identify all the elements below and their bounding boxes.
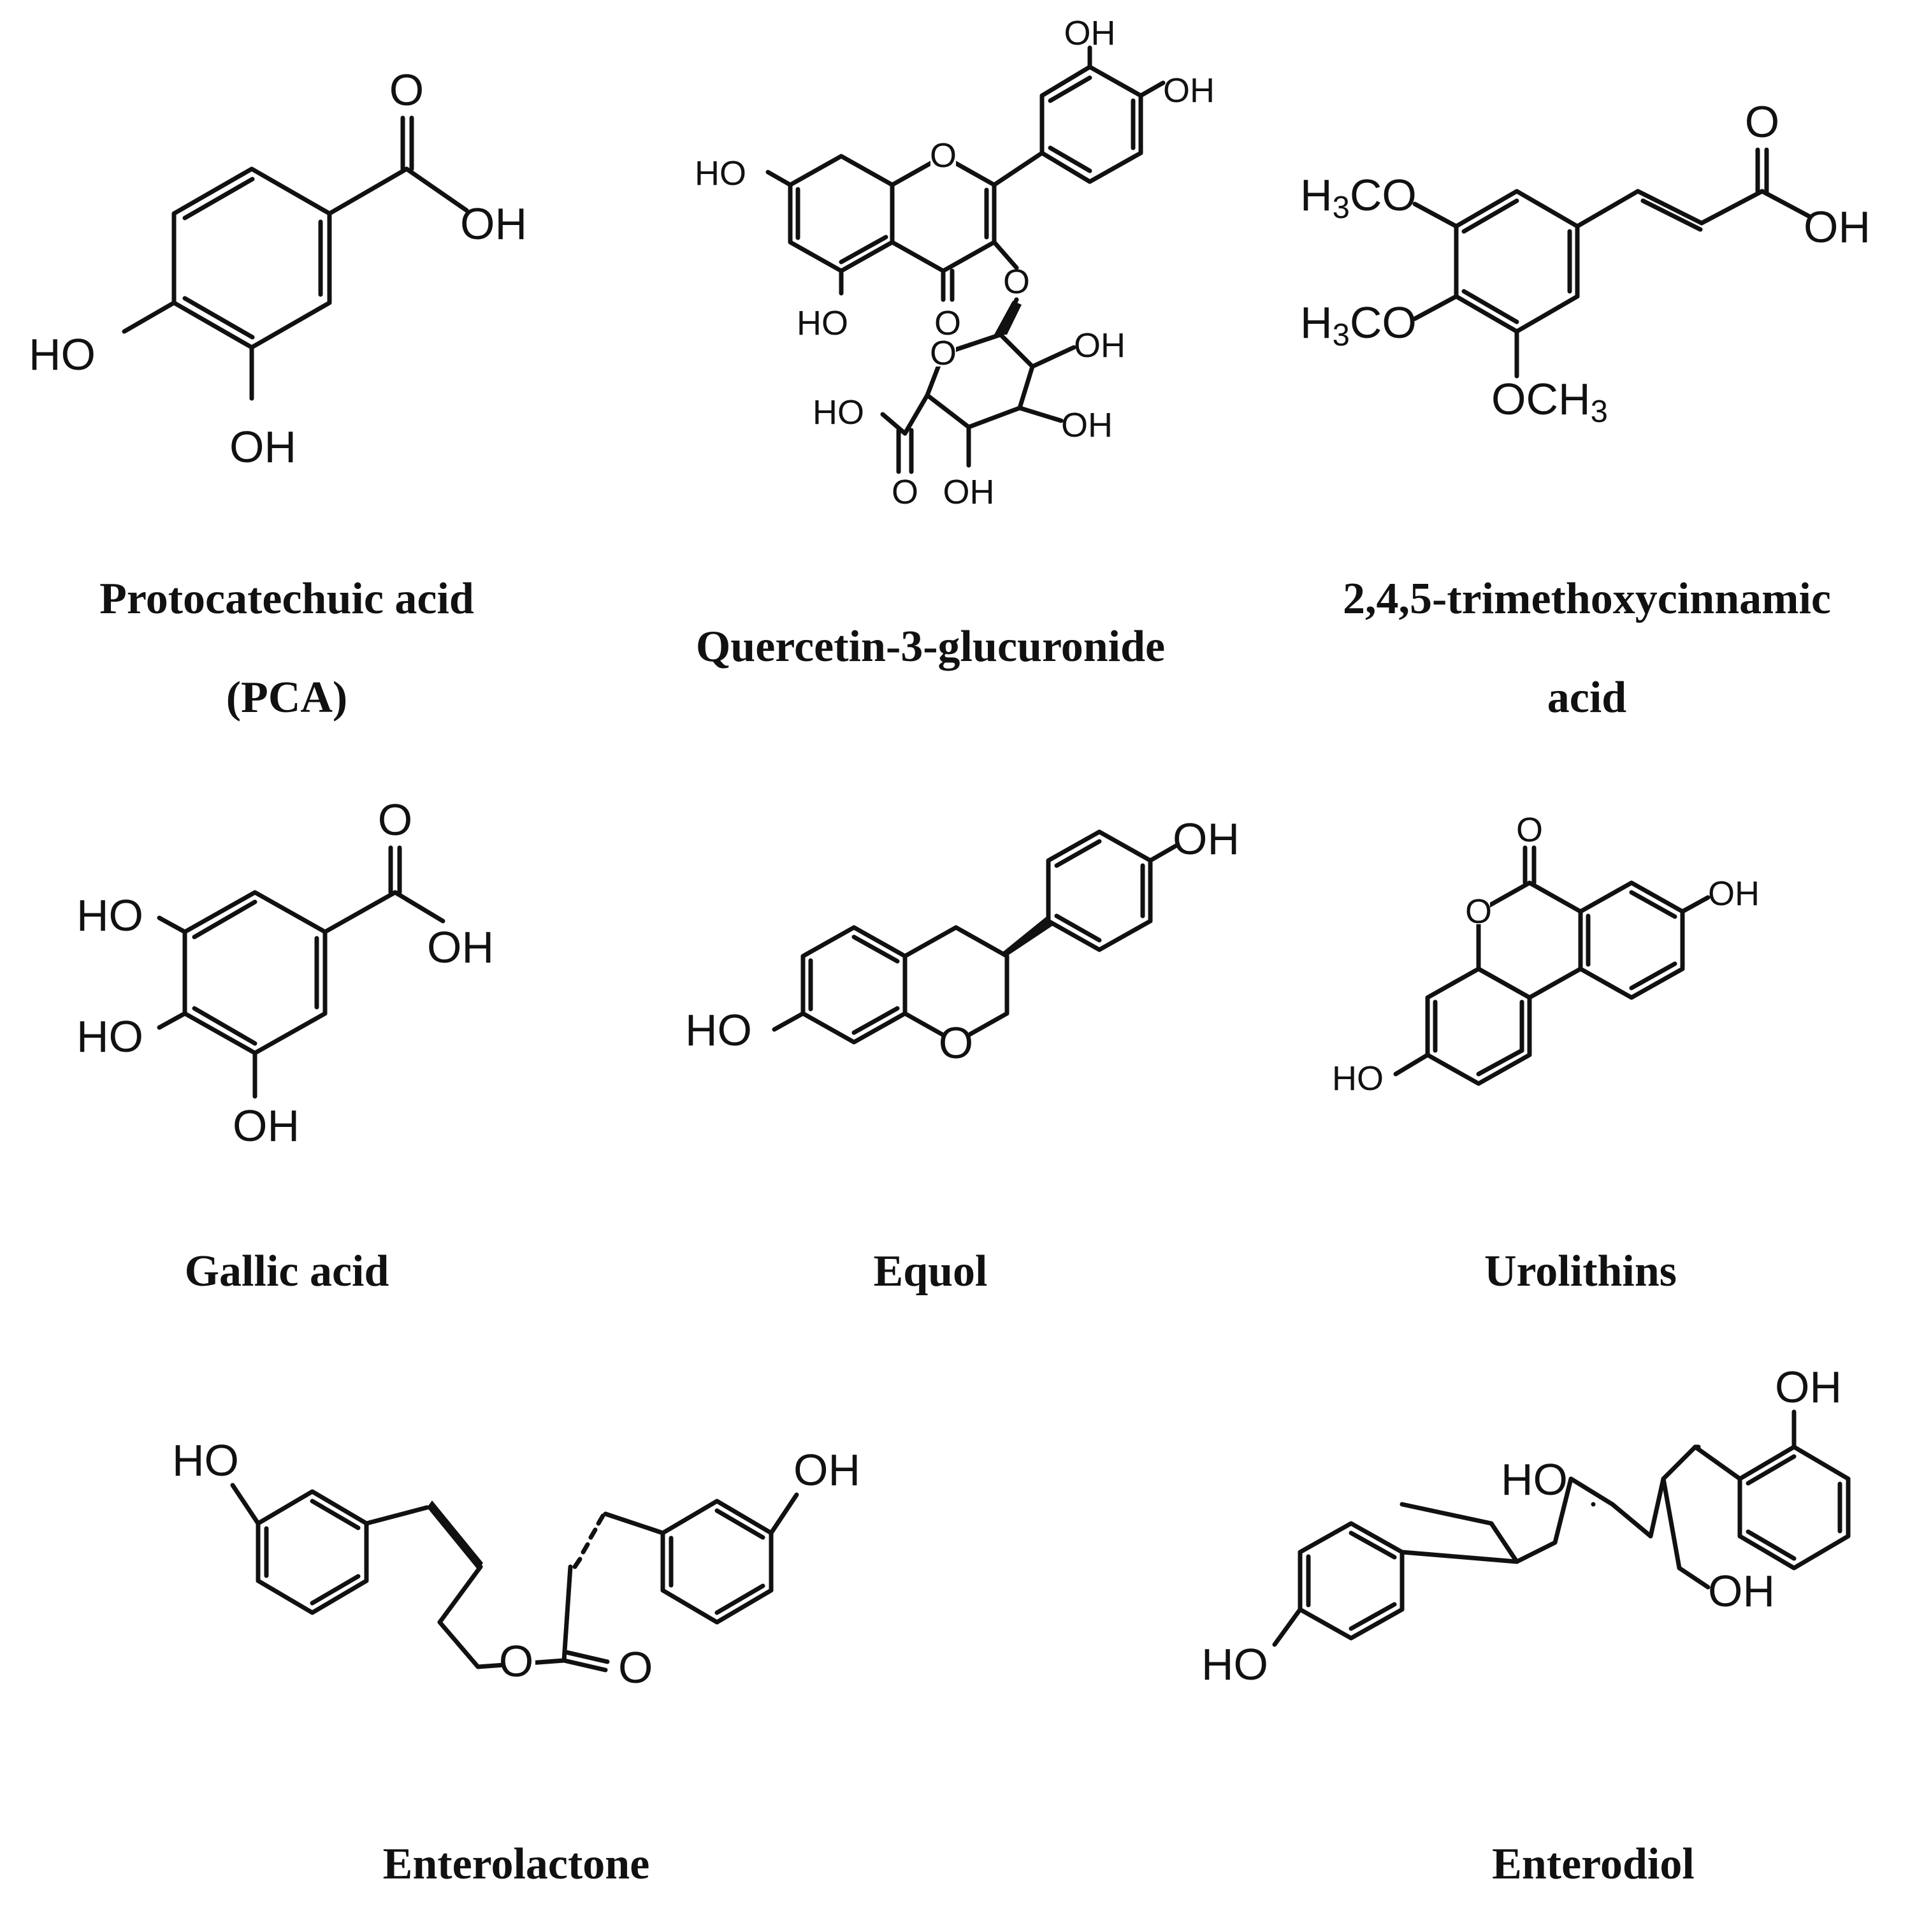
atom-label: H3CO <box>1300 170 1417 225</box>
atom-label: HO <box>685 1005 752 1055</box>
atom-label: HO <box>1501 1455 1568 1504</box>
atom-label: O <box>1465 892 1492 931</box>
atom-label: HO <box>76 890 143 940</box>
atom-label: O <box>618 1643 653 1692</box>
atom-label: O <box>939 1018 973 1068</box>
atom-label: O <box>1745 97 1779 147</box>
atom-label: OH <box>460 199 527 249</box>
structure-equol: OH HO O <box>685 814 1240 1068</box>
atom-label: OH <box>1804 202 1870 252</box>
atom-label: HO <box>1201 1639 1268 1689</box>
atom-label: HO <box>695 154 746 192</box>
compound-name: Enterolactone <box>382 1840 650 1889</box>
compound-name-line2: acid <box>1547 673 1627 722</box>
compound-name: Gallic acid <box>184 1247 389 1296</box>
atom-label: HO <box>813 393 864 432</box>
atom-label: O <box>892 473 918 511</box>
atom-label: HO <box>76 1012 143 1061</box>
atom-label: HO <box>1332 1059 1384 1098</box>
atom-label: OH <box>229 422 296 472</box>
atom-label: OH <box>1061 406 1113 444</box>
atom-label: OH <box>1708 1566 1775 1616</box>
atom-label: OH <box>1074 326 1125 365</box>
atom-label: OH <box>233 1101 300 1151</box>
compound-name: Urolithins <box>1484 1247 1677 1296</box>
compound-name: 2,4,5-trimethoxycinnamic <box>1343 574 1831 623</box>
atom-label: O <box>389 65 424 115</box>
atom-label: OH <box>1163 71 1215 110</box>
compound-name: Protocatechuic acid <box>99 574 474 623</box>
compound-name: Quercetin-3-glucuronide <box>695 622 1166 671</box>
atom-label: OH <box>1775 1362 1842 1412</box>
atom-label: O <box>930 334 957 372</box>
atom-label: HO <box>797 304 848 342</box>
compound-name: Enterodiol <box>1492 1840 1695 1889</box>
atom-label: OH <box>427 922 494 972</box>
compound-name: Equol <box>873 1247 988 1296</box>
atom-label: H3CO <box>1300 298 1417 352</box>
atom-label: O <box>934 304 961 342</box>
structure-gallic-acid: O OH HO HO OH <box>76 795 494 1151</box>
atom-label: OH <box>793 1445 860 1495</box>
atom-label: OH <box>1173 814 1240 864</box>
atom-label: HO <box>172 1435 239 1485</box>
atom-label: O <box>499 1636 533 1686</box>
compound-name-line2: (PCA) <box>226 673 348 722</box>
atom-label: OH <box>943 473 995 511</box>
structure-protocatechuic-acid: O OH HO OH <box>29 65 527 472</box>
structure-enterodiol: OH HO OH HO <box>1201 1362 1851 1689</box>
atom-label: O <box>378 795 412 845</box>
atom-label: OCH3 <box>1491 374 1608 429</box>
atom-label: OH <box>1064 14 1116 52</box>
atom-label: O <box>1516 811 1543 849</box>
atom-label: HO <box>29 330 96 379</box>
atom-label: O <box>930 136 957 175</box>
structure-urolithins: O O OH HO <box>1332 811 1760 1098</box>
atom-label: OH <box>1708 875 1760 913</box>
atom-label: O <box>1003 263 1030 301</box>
structure-quercetin-3-glucuronide: OH OH HO O HO O O O OH HO OH O OH <box>695 14 1215 511</box>
structure-trimethoxycinnamic-acid: H3CO H3CO OCH3 O OH <box>1300 97 1870 429</box>
structure-enterolactone: O O HO OH <box>172 1435 860 1692</box>
